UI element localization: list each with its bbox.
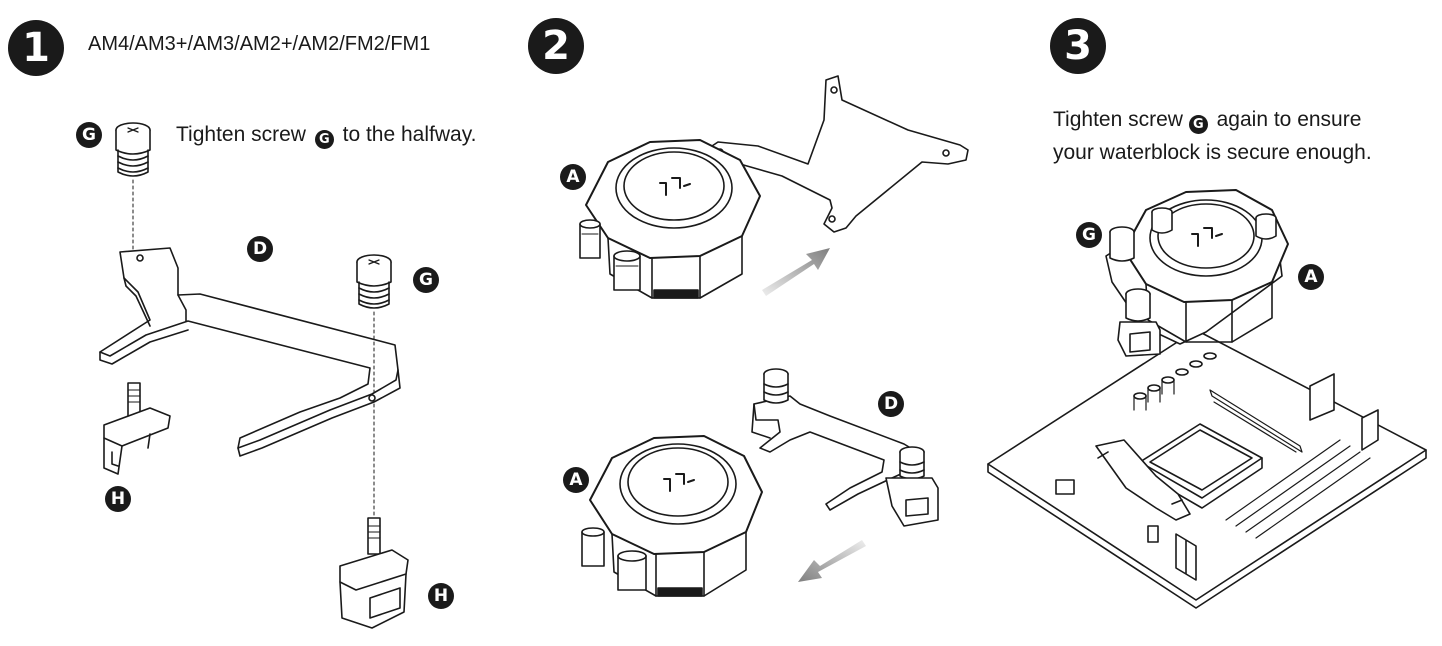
standoff-h-right: [339, 517, 409, 629]
label-a-step3: A: [1298, 264, 1324, 290]
waterblock-a-step2-top: [579, 139, 761, 299]
label-a-step2-top: A: [560, 164, 586, 190]
label-d-step1: D: [247, 236, 273, 262]
instruction-before: Tighten screw: [176, 123, 306, 146]
thumb-screws-step3: [1109, 207, 1277, 357]
instruction3-before: Tighten screw: [1053, 108, 1183, 131]
removal-arrow-down: [798, 540, 866, 582]
label-g-step1-right: G: [413, 267, 439, 293]
install-arrow-up: [762, 248, 830, 296]
label-g-inline: G: [314, 130, 334, 149]
step-2-number: 2: [528, 18, 584, 74]
step-3-instruction-line1: Tighten screw G again to ensure: [1053, 108, 1361, 134]
step-1-instruction: Tighten screw G to the halfway.: [176, 123, 476, 149]
instruction-after: to the halfway.: [342, 123, 477, 146]
step-3-number: 3: [1050, 18, 1106, 74]
bracket-d-step1: [99, 247, 401, 457]
label-h-step1-right: H: [428, 583, 454, 609]
waterblock-a-step2-bottom: [581, 435, 763, 597]
socket-compatibility-text: AM4/AM3+/AM3/AM2+/AM2/FM2/FM1: [88, 33, 431, 55]
label-a-step2-bottom: A: [563, 467, 589, 493]
instruction3-after: again to ensure: [1216, 108, 1362, 131]
motherboard: [987, 329, 1427, 609]
label-g-step3: G: [1076, 222, 1102, 248]
label-g-inline-step3: G: [1188, 115, 1208, 134]
thumb-screw-g-2: [356, 254, 392, 309]
bracket-d-step2: [751, 368, 939, 527]
standoff-h-left: [103, 382, 171, 475]
label-h-step1-left: H: [105, 486, 131, 512]
label-d-step2: D: [878, 391, 904, 417]
step-3-instruction-line2: your waterblock is secure enough.: [1053, 141, 1372, 164]
step-1-number: 1: [8, 20, 64, 76]
label-g-step1-top: G: [76, 122, 102, 148]
thumb-screw-g-1: [115, 122, 151, 177]
